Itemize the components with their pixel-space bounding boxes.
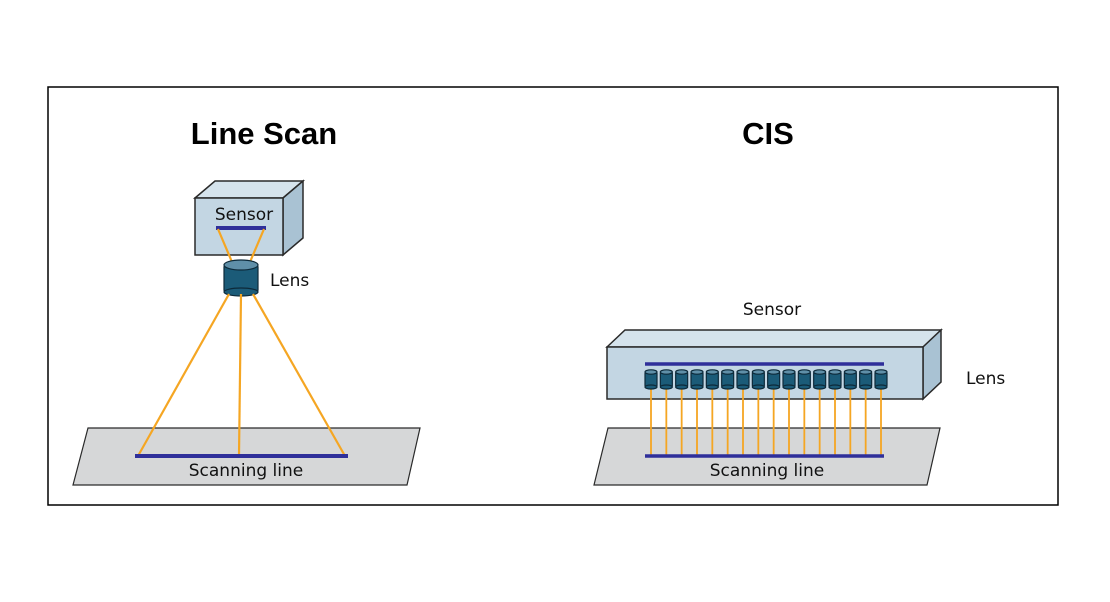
line-scan-ray-inner-left	[216, 228, 234, 263]
cis-lens-icon	[843, 369, 857, 390]
line-scan-ray-center	[237, 293, 243, 457]
cis-lens-icon	[797, 369, 811, 390]
line-scan-ray-left	[137, 293, 230, 457]
cis-sensor-box-top	[605, 329, 943, 348]
cis-lens-icon	[828, 369, 842, 390]
cis-lens-icon	[859, 369, 873, 390]
cis-lens-icon	[767, 369, 781, 390]
cis-lens-icon	[736, 369, 750, 390]
cis-panel: CIS Sensor Lens Scanning line	[593, 116, 1005, 486]
cis-rays	[650, 388, 882, 456]
cis-title: CIS	[742, 116, 794, 151]
cis-lens-icon	[782, 369, 796, 390]
cis-scanning-label: Scanning line	[710, 461, 824, 481]
cis-lens-icon	[721, 369, 735, 390]
cis-lens-icon	[874, 369, 888, 390]
cis-lens-array	[644, 369, 888, 390]
cis-lens-label: Lens	[966, 369, 1005, 389]
cis-lens-icon	[690, 369, 704, 390]
cis-lens-icon	[659, 369, 673, 390]
cis-lens-icon	[751, 369, 765, 390]
line-scan-lens-label: Lens	[270, 271, 309, 291]
cis-sensor-label: Sensor	[743, 300, 801, 320]
cis-lens-icon	[813, 369, 827, 390]
line-scan-panel: Line Scan Sensor Lens Scanning line	[72, 116, 421, 486]
line-scan-lens-icon	[223, 259, 259, 297]
line-scan-ray-right	[252, 293, 346, 457]
cis-lens-icon	[675, 369, 689, 390]
line-scan-title: Line Scan	[191, 116, 337, 151]
line-scan-sensor-label: Sensor	[215, 205, 273, 225]
line-scan-ray-inner-right	[248, 228, 266, 263]
line-scan-scanning-label: Scanning line	[189, 461, 303, 481]
cis-lens-icon	[644, 369, 658, 390]
cis-lens-icon	[705, 369, 719, 390]
